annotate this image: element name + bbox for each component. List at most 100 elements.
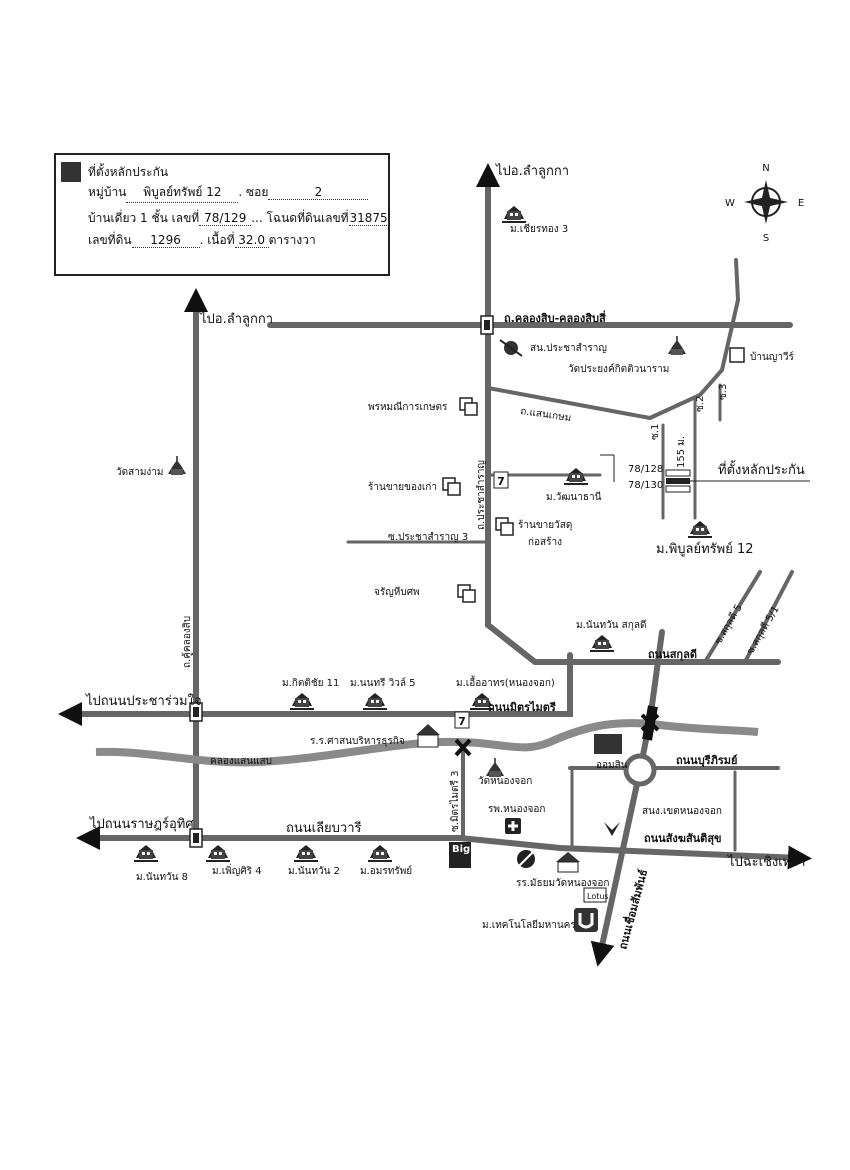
label-m-watthana: ม.วัฒนาธานี [546, 491, 602, 503]
svg-text:7: 7 [497, 475, 505, 488]
village-icon [289, 692, 315, 710]
label-road-sakun: ถนนสกุลดี [648, 648, 697, 662]
label-road-buriram: ถนนบุรีภิรมย์ [676, 754, 737, 768]
police-station-icon [499, 339, 523, 357]
label-road-khukhlongsib: ถ.คู้คลองสิบ [181, 616, 193, 668]
temple-icon [485, 757, 505, 778]
soi-value: 2 [268, 185, 369, 200]
label-road-mitmaitri: ถนนมิตรไมตรี [488, 700, 556, 714]
label-m-amonsap: ม.อมรทรัพย์ [360, 865, 412, 877]
label-house-78130: 78/130 [628, 480, 663, 491]
compass-north: N [762, 163, 769, 174]
legend-title: ที่ตั้งหลักประกัน [88, 165, 169, 179]
compass-icon: N S E W [725, 163, 804, 244]
label-soi-mitmaitri3: ซ.มิตรไมตรี 3 [449, 771, 461, 832]
district-office-icon [604, 822, 620, 836]
label-m-pibul12: ม.พิบูลย์ทรัพย์ 12 [656, 541, 754, 557]
compass-south: S [763, 233, 769, 244]
label-school-mattayom: รร.มัธยมวัดหนองจอก [516, 878, 609, 889]
label-soi2: ซ.2 [695, 396, 706, 412]
label-m-nonsri: ม.นนทรี วิวล์ 5 [350, 677, 415, 689]
label-to-chachoengsao: ไปฉะเชิงเทรา [727, 854, 806, 870]
seven-eleven-icon: 7 7 [454, 471, 509, 729]
label-m-nanthawan-sakun: ม.นันทวัน สกุลดี [576, 619, 646, 631]
label-soi-pracha3: ซ.ประชาสำราญ 3 [388, 532, 468, 543]
village-icon [133, 844, 159, 862]
traffic-light-icon [480, 315, 494, 335]
area-value: 32.0 [234, 233, 269, 248]
lotus-icon [583, 887, 607, 903]
label-soi3: ซ.3 [718, 384, 729, 400]
shop-icon [442, 477, 461, 496]
label-soi1: ซ.1 [650, 424, 661, 440]
khlong-saen-saep [95, 719, 759, 767]
label-wat-nongchok: วัดหนองจอก [478, 776, 532, 787]
label-to-lamlukka-top: ไปอ.ลำลูกกา [495, 163, 569, 179]
compass-west: W [725, 198, 735, 209]
svg-text:7: 7 [458, 715, 466, 728]
label-road-liapwari: ถนนเลียบวารี [286, 820, 362, 836]
label-m-technology: ม.เทคโนโลยีมหานคร [482, 918, 576, 931]
village-icon [501, 205, 527, 223]
road-saen-kasem [486, 258, 741, 421]
compass-east: E [798, 198, 804, 209]
label-distance: 155 ม. [676, 436, 687, 468]
label-road-sangkhom: ถนนสังฆสันติสุข [644, 832, 722, 846]
road-soi-sakun51 [743, 570, 794, 664]
label-lotus: Lotus [587, 892, 609, 901]
roundabout [623, 753, 657, 787]
label-to-pracharuamjai: ไปถนนประชาร่วมใจ [85, 693, 202, 709]
shop-icon [457, 584, 476, 603]
label-road-chuamsamphan: ถนนเชื่อมสัมพันธ์ [614, 867, 650, 951]
label-wat-samngam: วัดสามง่าม [116, 467, 164, 478]
village-icon [367, 844, 393, 862]
house-number-value: 78/129 [199, 211, 252, 226]
roads [58, 163, 812, 967]
road-chueam-samphan [590, 629, 665, 967]
university-icon [574, 908, 598, 932]
label-soi-sakun51: ซ.สกุลดี 5/1 [744, 604, 781, 657]
shop-icon [495, 517, 514, 536]
temple-icon [667, 335, 687, 356]
label-road-pracha-v: ถ.ประชาสำราญ [476, 460, 487, 530]
label-house-78128: 78/128 [628, 464, 663, 475]
label-oomsin: ออมสิน [596, 760, 628, 771]
village-icon [589, 634, 615, 652]
collateral-marker-icon [61, 162, 81, 182]
label-ban-yanawee: บ้านญาวีร์ [750, 351, 795, 363]
road-mit-maitri [58, 652, 573, 726]
road-soi-sakun5 [703, 570, 762, 664]
label-coffin: จรัญหีบศพ [374, 586, 420, 598]
label-khlong-saensaep: คลองแสนแสบ [210, 756, 272, 767]
land-number-value: 1296 [131, 233, 200, 248]
shop-icon [459, 397, 478, 416]
label-shop-material: ร้านขายวัสดุ [518, 519, 572, 531]
road-liap-wari [76, 826, 812, 870]
label-m-suea: ม.เอื้ออาทร(หนองจอก) [456, 675, 555, 689]
label-shop-material2: ก่อสร้าง [528, 536, 562, 548]
label-to-ratsadon: ไปถนนราษฎร์อุทิศ [89, 816, 194, 832]
label-shop-old: ร้านขายของเก่า [368, 481, 437, 493]
house-icon [729, 347, 745, 363]
label-road-saenkasem: ถ.แสนเกษม [520, 406, 572, 424]
label-m-chianthong3: ม.เชียรทอง 3 [510, 223, 568, 235]
label-phromma: พรหมณีการเกษตร [368, 401, 448, 413]
deed-number-value: 31875 [348, 211, 389, 226]
label-target: ที่ตั้งหลักประกัน [718, 460, 805, 478]
legend-row-house: บ้านเดี่ยว 1 ชั้น เลขที่78/129... โฉนดที… [88, 211, 389, 226]
label-to-lamlukka-left: ไปอ.ลำลูกกา [199, 311, 273, 327]
village-icon [687, 520, 713, 538]
power-plant-icon [517, 850, 535, 868]
village-icon [362, 692, 388, 710]
label-wat-prayong: วัดประยงค์กิตติวนาราม [568, 363, 669, 375]
temple-icon [167, 455, 187, 476]
label-son-pracha: สน.ประชาสำราญ [530, 343, 607, 354]
village-icon [293, 844, 319, 862]
legend-box: ที่ตั้งหลักประกัน หมู่บ้านพิบูลย์ทรัพย์ … [54, 153, 390, 276]
label-district-office: สนง.เขตหนองจอก [642, 806, 722, 817]
label-soi-sakun5: ซ.สกุลดี 5 [712, 602, 745, 646]
village-value: พิบูลย์ทรัพย์ 12 [126, 183, 239, 203]
